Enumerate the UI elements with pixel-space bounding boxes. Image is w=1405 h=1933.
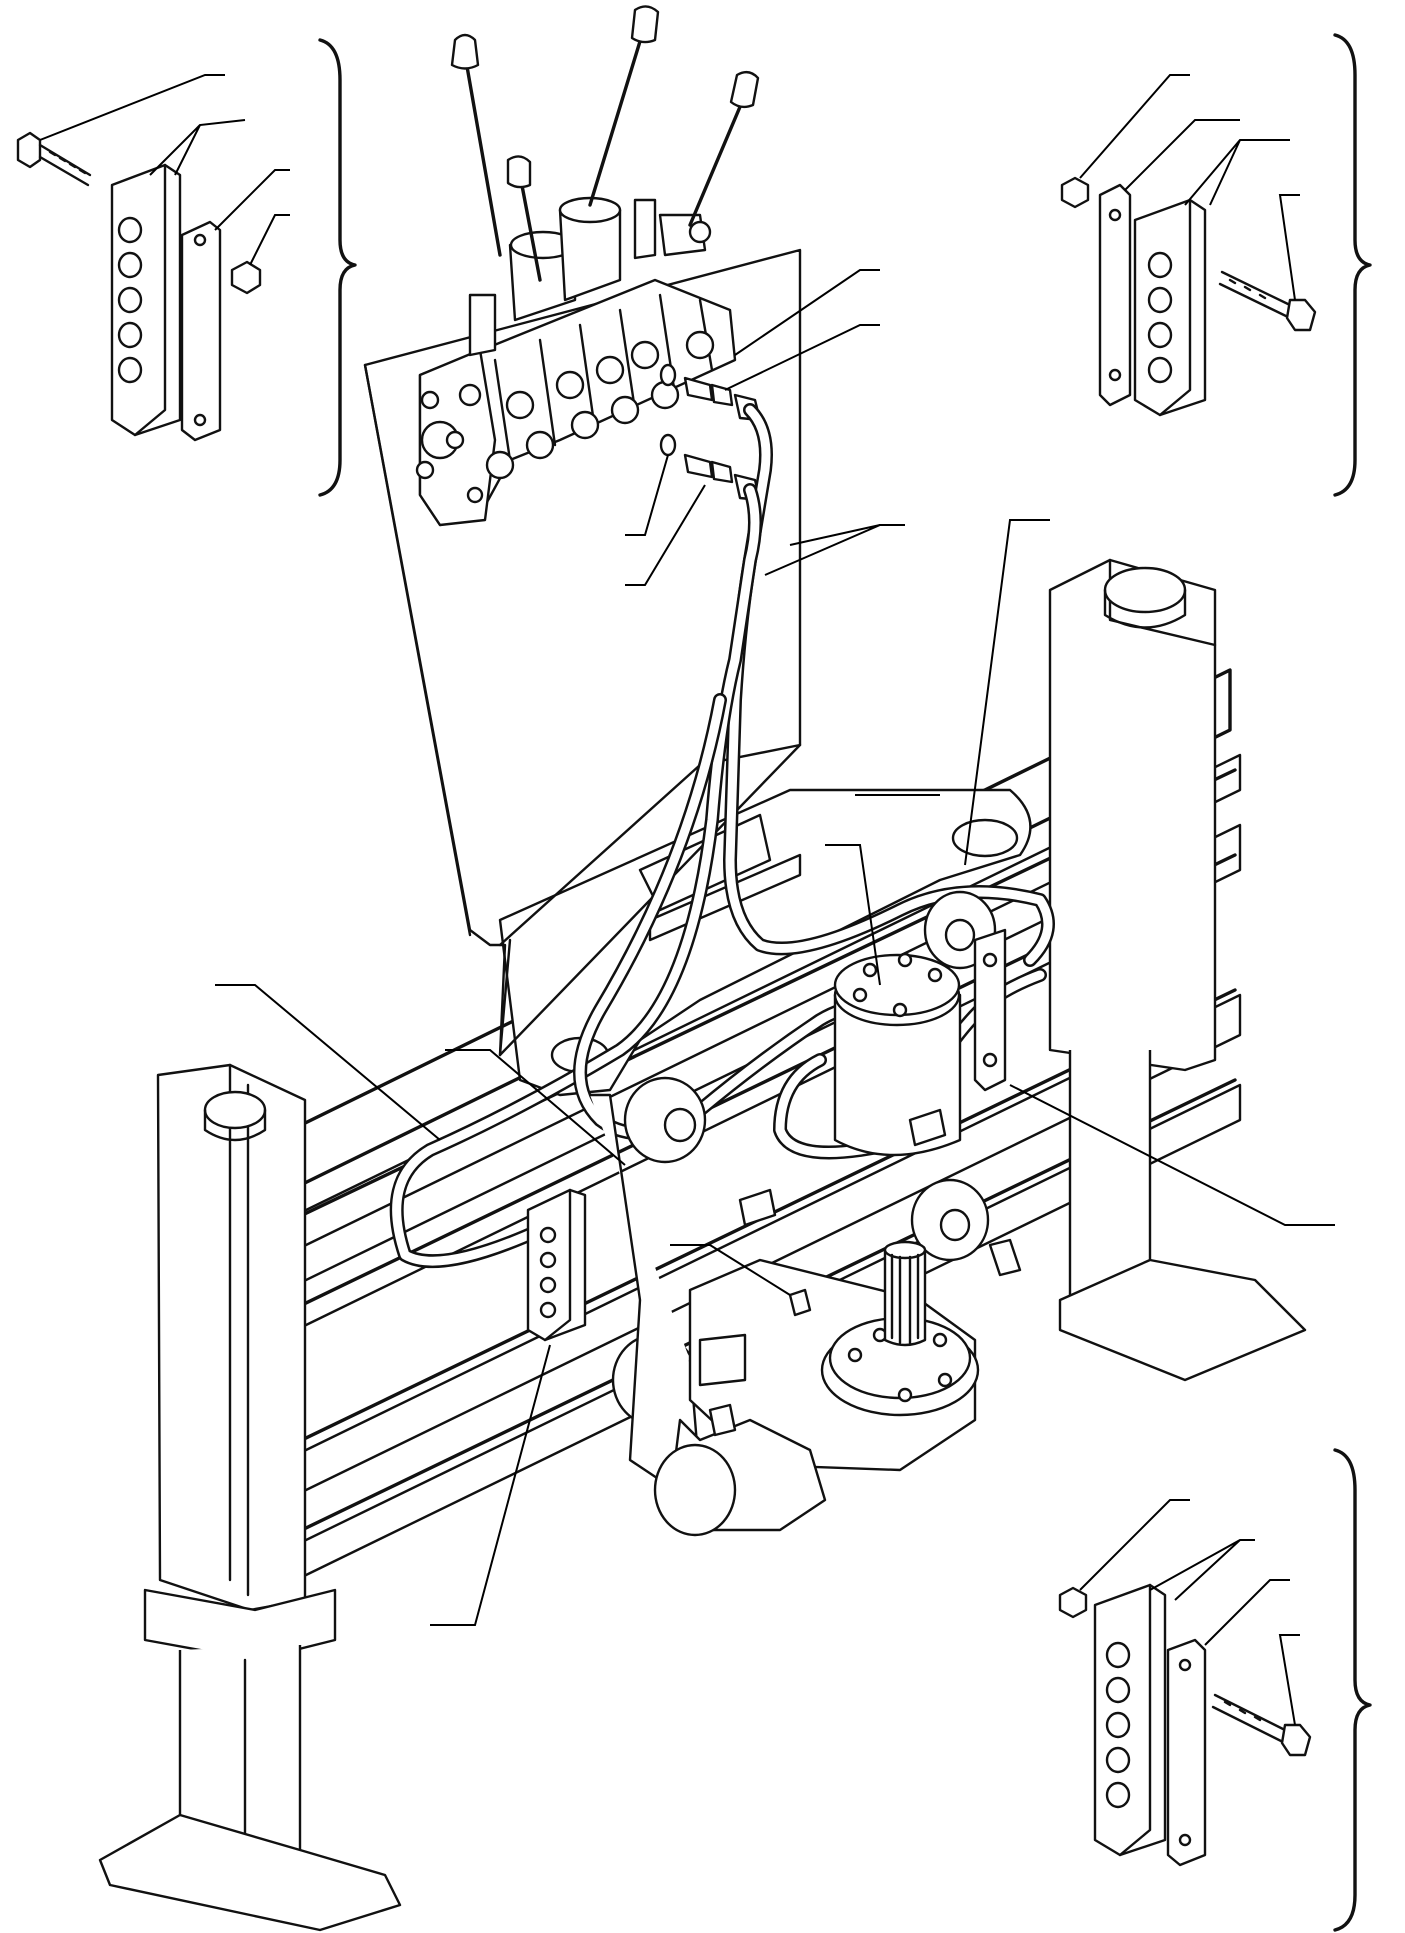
leader-o-ring [625,454,669,536]
leader-bottom-right-block [1149,1539,1255,1601]
leader-left-hose [215,984,441,1141]
leader-top-left-plate [214,169,290,231]
leader-top-right-plate [1124,119,1240,191]
leader-swing-cylinder [825,844,881,986]
left-post [98,1063,402,1932]
leader-bottom-right-nut [1079,1499,1190,1591]
valve-housing-outline [363,248,802,1057]
detail-top-left [16,131,262,442]
leader-lower-hose [445,1049,626,1166]
swing-cylinder [590,890,1022,1537]
leader-top-left-bolt [39,74,225,141]
control-valve [415,5,760,527]
valve-fittings [659,363,762,502]
frame-clamps [526,928,1007,1342]
hoses [389,403,1055,1269]
leader-valve-port-2 [724,324,880,391]
detail-top-right [1060,176,1317,417]
leader-lines [39,74,1335,1726]
leader-swing-pin [964,519,1050,866]
leader-bottom-right-bolt [1278,1634,1300,1726]
right-post [1048,558,1307,1382]
detail-bottom-right [1058,1583,1312,1867]
leader-top-left-nut [249,214,290,266]
leader-top-right-bolt [1278,194,1300,301]
leader-bottom-right-plate [1204,1579,1290,1646]
leader-left-clamp [430,1344,551,1626]
leader-top-left-block [149,119,246,176]
leader-adapter [625,484,706,586]
leader-grease-fitting [670,1244,791,1296]
leader-valve-port-1 [734,269,880,356]
leader-hoses [764,524,905,576]
leader-top-right-block [1184,139,1290,206]
leader-right-clamp [1009,1084,1335,1226]
braces [318,33,1372,1932]
leader-top-right-nut [1079,74,1190,179]
